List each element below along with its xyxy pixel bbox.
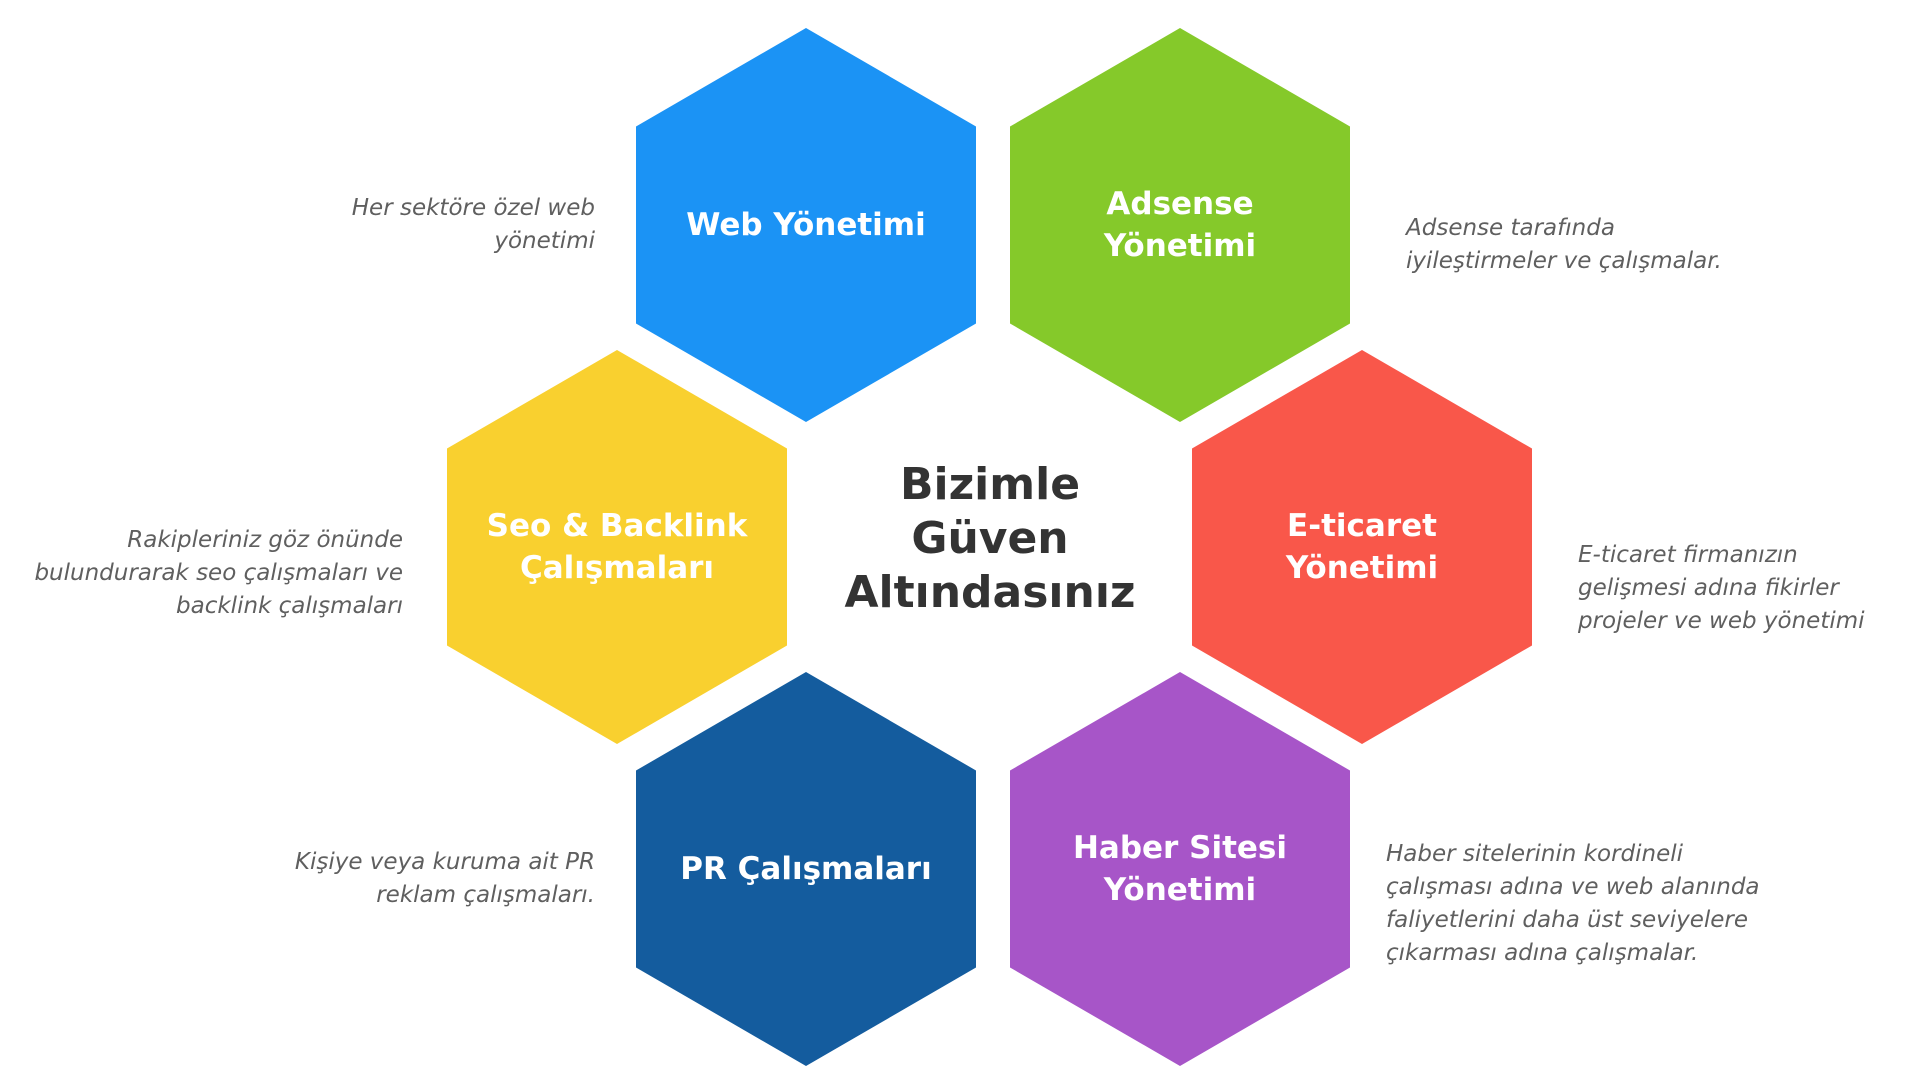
description-adsense-yonetimi: Adsense tarafında iyileştirmeler ve çalı… bbox=[1406, 215, 1722, 274]
hexagon-pr-calismalari: PR Çalışmaları bbox=[636, 672, 976, 1066]
hexagon-haber-sitesi-yonetimi: Haber Sitesi Yönetimi bbox=[1010, 672, 1350, 1066]
hexagon-label: PR Çalışmaları bbox=[680, 851, 932, 887]
hexagon-seo-backlink: Seo & Backlink Çalışmaları bbox=[447, 350, 787, 744]
description-e-ticaret-yonetimi: E-ticaret firmanızın gelişmesi adına fik… bbox=[1578, 542, 1865, 634]
hexagon-label: Haber Sitesi Yönetimi bbox=[1072, 830, 1288, 908]
hexagon-label: Adsense Yönetimi bbox=[1103, 186, 1257, 264]
hexagon-label: Seo & Backlink Çalışmaları bbox=[486, 508, 748, 586]
hexagon-e-ticaret-yonetimi: E-ticaret Yönetimi bbox=[1192, 350, 1532, 744]
hexagon-web-yonetimi: Web Yönetimi bbox=[636, 28, 976, 422]
description-web-yonetimi: Her sektöre özel web yönetimi bbox=[351, 195, 595, 254]
description-pr-calismalari: Kişiye veya kuruma ait PR reklam çalışma… bbox=[294, 849, 595, 908]
hexagon-label: Web Yönetimi bbox=[686, 207, 926, 243]
hexagon-label: E-ticaret Yönetimi bbox=[1285, 508, 1439, 586]
center-title: Bizimle Güven Altındasınız bbox=[844, 459, 1136, 618]
hexagon-adsense-yonetimi: Adsense Yönetimi bbox=[1010, 28, 1350, 422]
description-haber-sitesi-yonetimi: Haber sitelerinin kordineli çalışması ad… bbox=[1386, 841, 1760, 966]
description-seo-backlink: Rakipleriniz göz önünde bulundurarak seo… bbox=[34, 527, 403, 619]
